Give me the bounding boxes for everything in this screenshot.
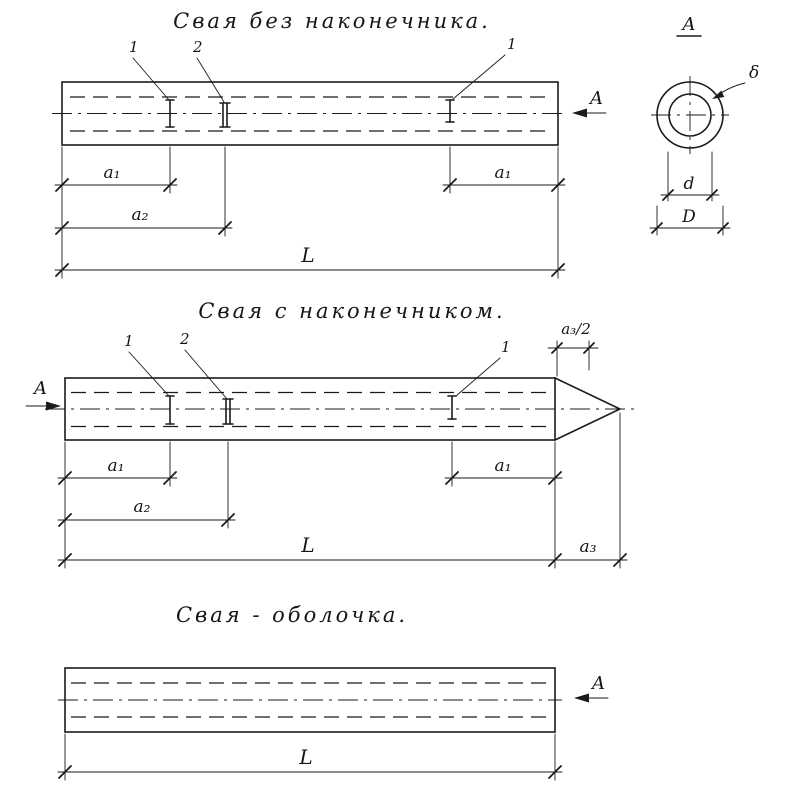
leader-line bbox=[452, 54, 506, 100]
drawing-title: Свая с наконечником. bbox=[198, 299, 505, 323]
section-label: A bbox=[588, 88, 603, 109]
lifting-loop bbox=[165, 99, 175, 128]
dimension-tick bbox=[443, 178, 565, 192]
section-arrowhead bbox=[46, 401, 61, 411]
dimension-label: a₃ bbox=[580, 537, 597, 557]
dimension-tick bbox=[58, 471, 177, 485]
leader-line bbox=[128, 351, 170, 397]
dimension-label: a₃/2 bbox=[561, 320, 591, 338]
dimension-label: a₂ bbox=[134, 497, 151, 517]
dimension-label: a₁ bbox=[495, 456, 512, 476]
section-arrowhead bbox=[574, 693, 589, 703]
leader-line bbox=[455, 357, 501, 397]
callout-label: 1 bbox=[124, 332, 134, 350]
dimension-label: a₁ bbox=[104, 163, 121, 183]
dimension-tick bbox=[445, 471, 562, 485]
callout-label: 2 bbox=[192, 38, 203, 56]
dimension-tick bbox=[662, 189, 718, 201]
section-view-a: A δ d D bbox=[649, 14, 759, 236]
section-label: A bbox=[32, 378, 47, 399]
drawing-title: Свая - оболочка. bbox=[176, 603, 408, 627]
lifting-loop bbox=[445, 99, 455, 123]
pile-with-tip-drawing: Свая с наконечником. a₃/2 1 bbox=[25, 299, 638, 569]
wall-thickness-label: δ bbox=[749, 63, 759, 83]
dimension-tick bbox=[55, 263, 565, 277]
lifting-loop-double bbox=[222, 398, 234, 425]
dimension-label: d bbox=[684, 174, 695, 194]
callout-label: 2 bbox=[179, 330, 190, 348]
dimension-tick bbox=[58, 513, 235, 527]
dimension-tick bbox=[55, 221, 232, 235]
callout-label: 1 bbox=[501, 338, 511, 356]
dimension-tick bbox=[55, 178, 177, 192]
dimension-label: L bbox=[300, 243, 314, 267]
drawing-title: Свая без наконечника. bbox=[173, 9, 491, 33]
dimension-label: L bbox=[300, 533, 314, 557]
dimension-label: a₁ bbox=[495, 163, 512, 183]
lifting-loop-double bbox=[219, 102, 231, 128]
callout-label: 1 bbox=[129, 38, 139, 56]
callout-label: 1 bbox=[507, 35, 517, 53]
lifting-loop bbox=[447, 395, 457, 420]
section-arrowhead bbox=[572, 108, 587, 118]
shell-pile-drawing: Свая - оболочка. A L bbox=[57, 603, 609, 781]
wall-leader-arrowhead bbox=[712, 90, 725, 99]
section-label: A bbox=[590, 673, 605, 694]
dimension-label: D bbox=[681, 207, 696, 227]
dimension-tick bbox=[551, 342, 595, 354]
lifting-loop bbox=[165, 395, 175, 425]
dimension-tick bbox=[58, 765, 562, 779]
dimension-label: a₂ bbox=[132, 205, 149, 225]
dimension-tick bbox=[651, 222, 729, 234]
leader-line bbox=[184, 349, 228, 400]
dimension-label: L bbox=[298, 745, 312, 769]
section-view-title: A bbox=[681, 14, 696, 35]
pile-without-tip-drawing: Свая без наконечника. 1 2 1 bbox=[52, 9, 607, 279]
dimension-tick bbox=[613, 553, 627, 567]
leader-line bbox=[196, 57, 225, 103]
dimension-label: a₁ bbox=[108, 456, 125, 476]
leader-line bbox=[132, 57, 170, 101]
